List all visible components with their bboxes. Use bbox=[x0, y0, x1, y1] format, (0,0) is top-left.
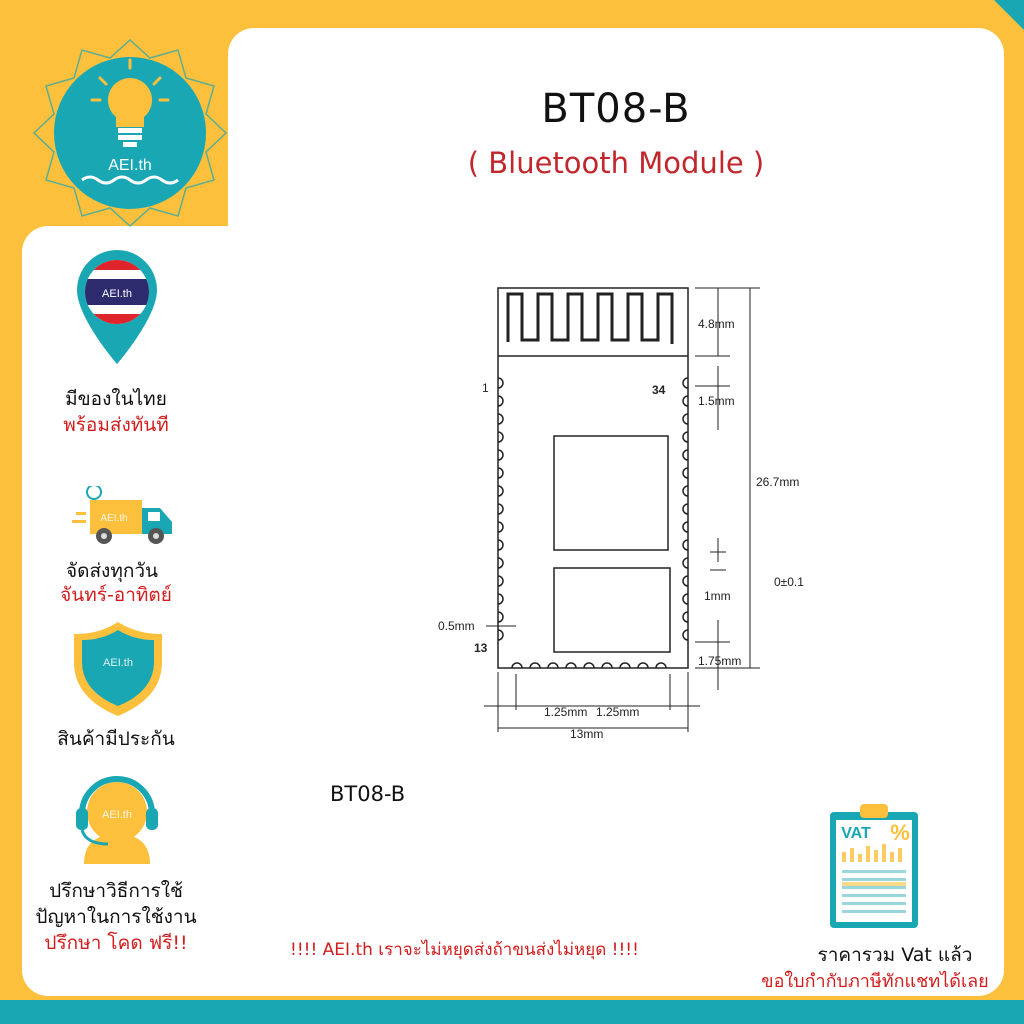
feature-delivery-title: จัดส่งทุกวัน bbox=[65, 560, 159, 582]
dim-tolerance: 0±0.1 bbox=[774, 575, 804, 589]
support-headset-icon: AEI.th bbox=[76, 776, 158, 864]
left-castellated-pads bbox=[497, 377, 504, 641]
svg-text:%: % bbox=[890, 820, 910, 845]
delivery-tagline: !!!! AEI.th เราจะไม่หยุดส่งถ้าขนส่งไม่หย… bbox=[290, 940, 639, 960]
svg-text:AEI.th: AEI.th bbox=[102, 288, 132, 300]
ic-chip-2 bbox=[553, 567, 671, 653]
feature-stock-sub: พร้อมส่งทันที bbox=[63, 414, 169, 436]
product-title: BT08-B bbox=[541, 86, 691, 132]
logo-text: AEI.th bbox=[108, 157, 152, 174]
dim-pitch-right: 1.25mm bbox=[596, 705, 639, 719]
right-castellated-pads bbox=[682, 377, 689, 641]
footer-bar bbox=[0, 1000, 1024, 1024]
feature-stock-title: มีของในไทย bbox=[65, 388, 167, 410]
feature-support-title: ปรึกษาวิธีการใช้ bbox=[49, 880, 183, 902]
feature-support-line2: ปัญหาในการใช้งาน bbox=[35, 906, 197, 928]
feature-warranty-title: สินค้ามีประกัน bbox=[57, 728, 175, 750]
dim-antenna: 4.8mm bbox=[698, 317, 735, 331]
feature-support-free: ปรึกษา โคด ฟรี!! bbox=[44, 932, 188, 954]
vat-included-text: ราคารวม Vat แล้ว bbox=[817, 944, 973, 966]
product-caption: BT08-B bbox=[330, 782, 406, 806]
svg-text:AEI.th: AEI.th bbox=[102, 809, 132, 821]
pin-1-label: 1 bbox=[482, 381, 489, 395]
svg-text:AEI.th: AEI.th bbox=[100, 513, 127, 524]
thailand-location-pin-icon: AEI.th bbox=[77, 250, 157, 364]
dim-bottom: 1.75mm bbox=[698, 654, 741, 668]
pin-13-label: 13 bbox=[474, 641, 488, 655]
bottom-castellated-pads bbox=[511, 662, 667, 669]
brand-logo: AEI.th bbox=[32, 38, 228, 228]
svg-text:AEI.th: AEI.th bbox=[103, 657, 133, 669]
dim-top-pitch: 1.5mm bbox=[698, 394, 735, 408]
ic-chip-1 bbox=[553, 435, 669, 551]
dim-gap: 1mm bbox=[704, 589, 731, 603]
vat-clipboard-icon: VAT % bbox=[830, 804, 918, 928]
lightbulb-icon bbox=[90, 58, 170, 147]
module-dimension-diagram: 1 34 13 4.8mm 1.5mm 26.7mm 1mm 1.75mm 0.… bbox=[438, 287, 804, 741]
product-subtitle: ( Bluetooth Module ) bbox=[467, 146, 765, 180]
dim-pad-width: 0.5mm bbox=[438, 619, 475, 633]
module-outline bbox=[497, 287, 689, 669]
features-card bbox=[22, 226, 292, 996]
antenna-trace bbox=[506, 292, 674, 344]
pin-34-label: 34 bbox=[652, 383, 666, 397]
corner-accent bbox=[994, 0, 1024, 30]
shield-icon: AEI.th bbox=[74, 622, 162, 716]
vat-invoice-text: ขอใบกำกับภาษีทักแชทได้เลย bbox=[761, 971, 989, 992]
feature-delivery-sub: จันทร์-อาทิตย์ bbox=[60, 584, 172, 606]
delivery-truck-icon: AEI.th bbox=[72, 486, 172, 544]
svg-text:VAT: VAT bbox=[841, 825, 871, 842]
dim-width: 13mm bbox=[570, 727, 603, 741]
dim-height: 26.7mm bbox=[756, 475, 799, 489]
dim-pitch-left: 1.25mm bbox=[544, 705, 587, 719]
